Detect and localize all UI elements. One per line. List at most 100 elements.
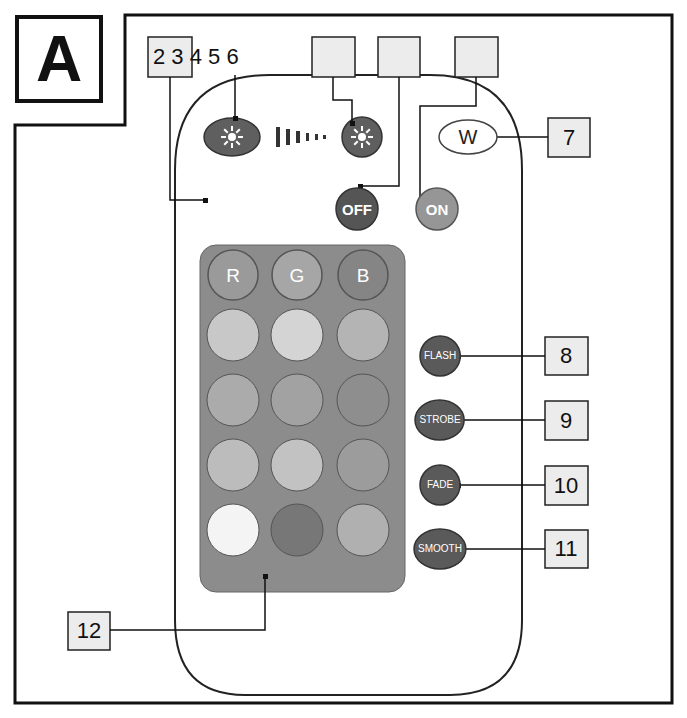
callout-box — [545, 401, 588, 440]
color-button — [271, 439, 323, 491]
sun-ray — [224, 129, 228, 133]
leader-line — [362, 77, 399, 186]
callout-box — [312, 37, 355, 77]
sun-ray — [361, 143, 363, 148]
button-label: W — [459, 127, 478, 147]
leader-line — [110, 576, 265, 630]
color-buttons — [207, 309, 389, 556]
sun-ray — [354, 129, 358, 133]
button-outline — [208, 250, 258, 300]
button-outline — [414, 529, 466, 569]
button-label: G — [290, 266, 305, 285]
callout-box — [378, 37, 420, 77]
level-bar — [276, 127, 280, 147]
leader-line — [234, 75, 236, 118]
remote-body — [175, 75, 522, 695]
callout-box — [545, 530, 588, 568]
color-button — [271, 504, 323, 556]
smooth-button: SMOOTH — [413, 528, 467, 570]
sun-ray — [368, 136, 373, 138]
panel-letter-box — [17, 17, 101, 101]
callout-box — [455, 37, 498, 77]
callout-number: 8 — [560, 345, 572, 367]
sun-icons — [221, 126, 373, 148]
on-button: ON — [415, 187, 459, 231]
button-label: R — [226, 266, 240, 285]
button-outline — [420, 465, 460, 505]
callout-number: 9 — [560, 410, 572, 432]
button-outline — [336, 188, 378, 230]
sun-ray — [224, 141, 228, 145]
leader-dot — [233, 116, 238, 121]
sun-ray — [238, 136, 243, 138]
color-button — [271, 374, 323, 426]
leader-line — [458, 484, 545, 486]
color-button — [207, 504, 259, 556]
level-bar — [296, 131, 300, 143]
sun-ray — [361, 126, 363, 131]
button-outline — [439, 120, 497, 154]
red-button: R — [207, 249, 259, 301]
sun-ray — [231, 143, 233, 148]
color-panel — [200, 245, 405, 592]
callout-number: 10 — [554, 475, 578, 497]
flash-button: FLASH — [419, 335, 461, 377]
button-outline — [272, 250, 322, 300]
color-button — [271, 309, 323, 361]
button-outline — [338, 250, 388, 300]
color-button — [207, 439, 259, 491]
frame — [15, 15, 672, 703]
color-button — [207, 309, 259, 361]
level-bar — [286, 129, 290, 145]
leader-dot — [263, 574, 268, 579]
callout-number: 7 — [563, 127, 575, 149]
color-button — [337, 504, 389, 556]
leader-line — [170, 77, 205, 200]
button-outline — [416, 188, 458, 230]
leader-line — [333, 77, 352, 123]
callout-number: 12 — [77, 620, 101, 642]
callout-box — [545, 466, 588, 505]
sun-ray — [354, 141, 358, 145]
callout-box — [68, 612, 110, 650]
callout-box — [545, 337, 588, 375]
sun-ray — [236, 129, 240, 133]
sun-ray — [366, 129, 370, 133]
sun-ray — [366, 141, 370, 145]
brightness-up-button — [342, 117, 382, 157]
button-label: FADE — [427, 480, 453, 490]
sun-core — [358, 133, 366, 141]
level-bar — [315, 134, 318, 140]
button-label: B — [357, 266, 370, 285]
color-button — [207, 374, 259, 426]
brightness-down-button — [204, 118, 260, 156]
green-button: G — [271, 249, 323, 301]
sun-ray — [351, 136, 356, 138]
panel-letter: A — [36, 27, 82, 91]
button-outline — [415, 400, 464, 440]
leader-line — [458, 419, 545, 421]
callout-box — [548, 118, 590, 157]
fade-button: FADE — [419, 464, 461, 506]
leader-line — [458, 548, 545, 550]
button-outline — [420, 336, 460, 376]
button-label: FLASH — [424, 351, 456, 361]
level-bar — [323, 135, 326, 139]
sun-core — [228, 133, 236, 141]
leader-dot — [350, 121, 355, 126]
sun-ray — [231, 126, 233, 131]
sun-ray — [236, 141, 240, 145]
off-button: OFF — [335, 187, 379, 231]
callout-number: 11 — [555, 538, 578, 560]
level-bar — [306, 133, 309, 141]
blue-button: B — [337, 249, 389, 301]
button-label: OFF — [342, 202, 372, 217]
color-button — [337, 374, 389, 426]
button-label: STROBE — [419, 415, 460, 425]
callout-number: 2 3 4 5 6 — [153, 46, 239, 68]
leader-line — [458, 355, 545, 357]
leader-dot — [203, 198, 208, 203]
strobe-button: STROBE — [414, 399, 465, 441]
